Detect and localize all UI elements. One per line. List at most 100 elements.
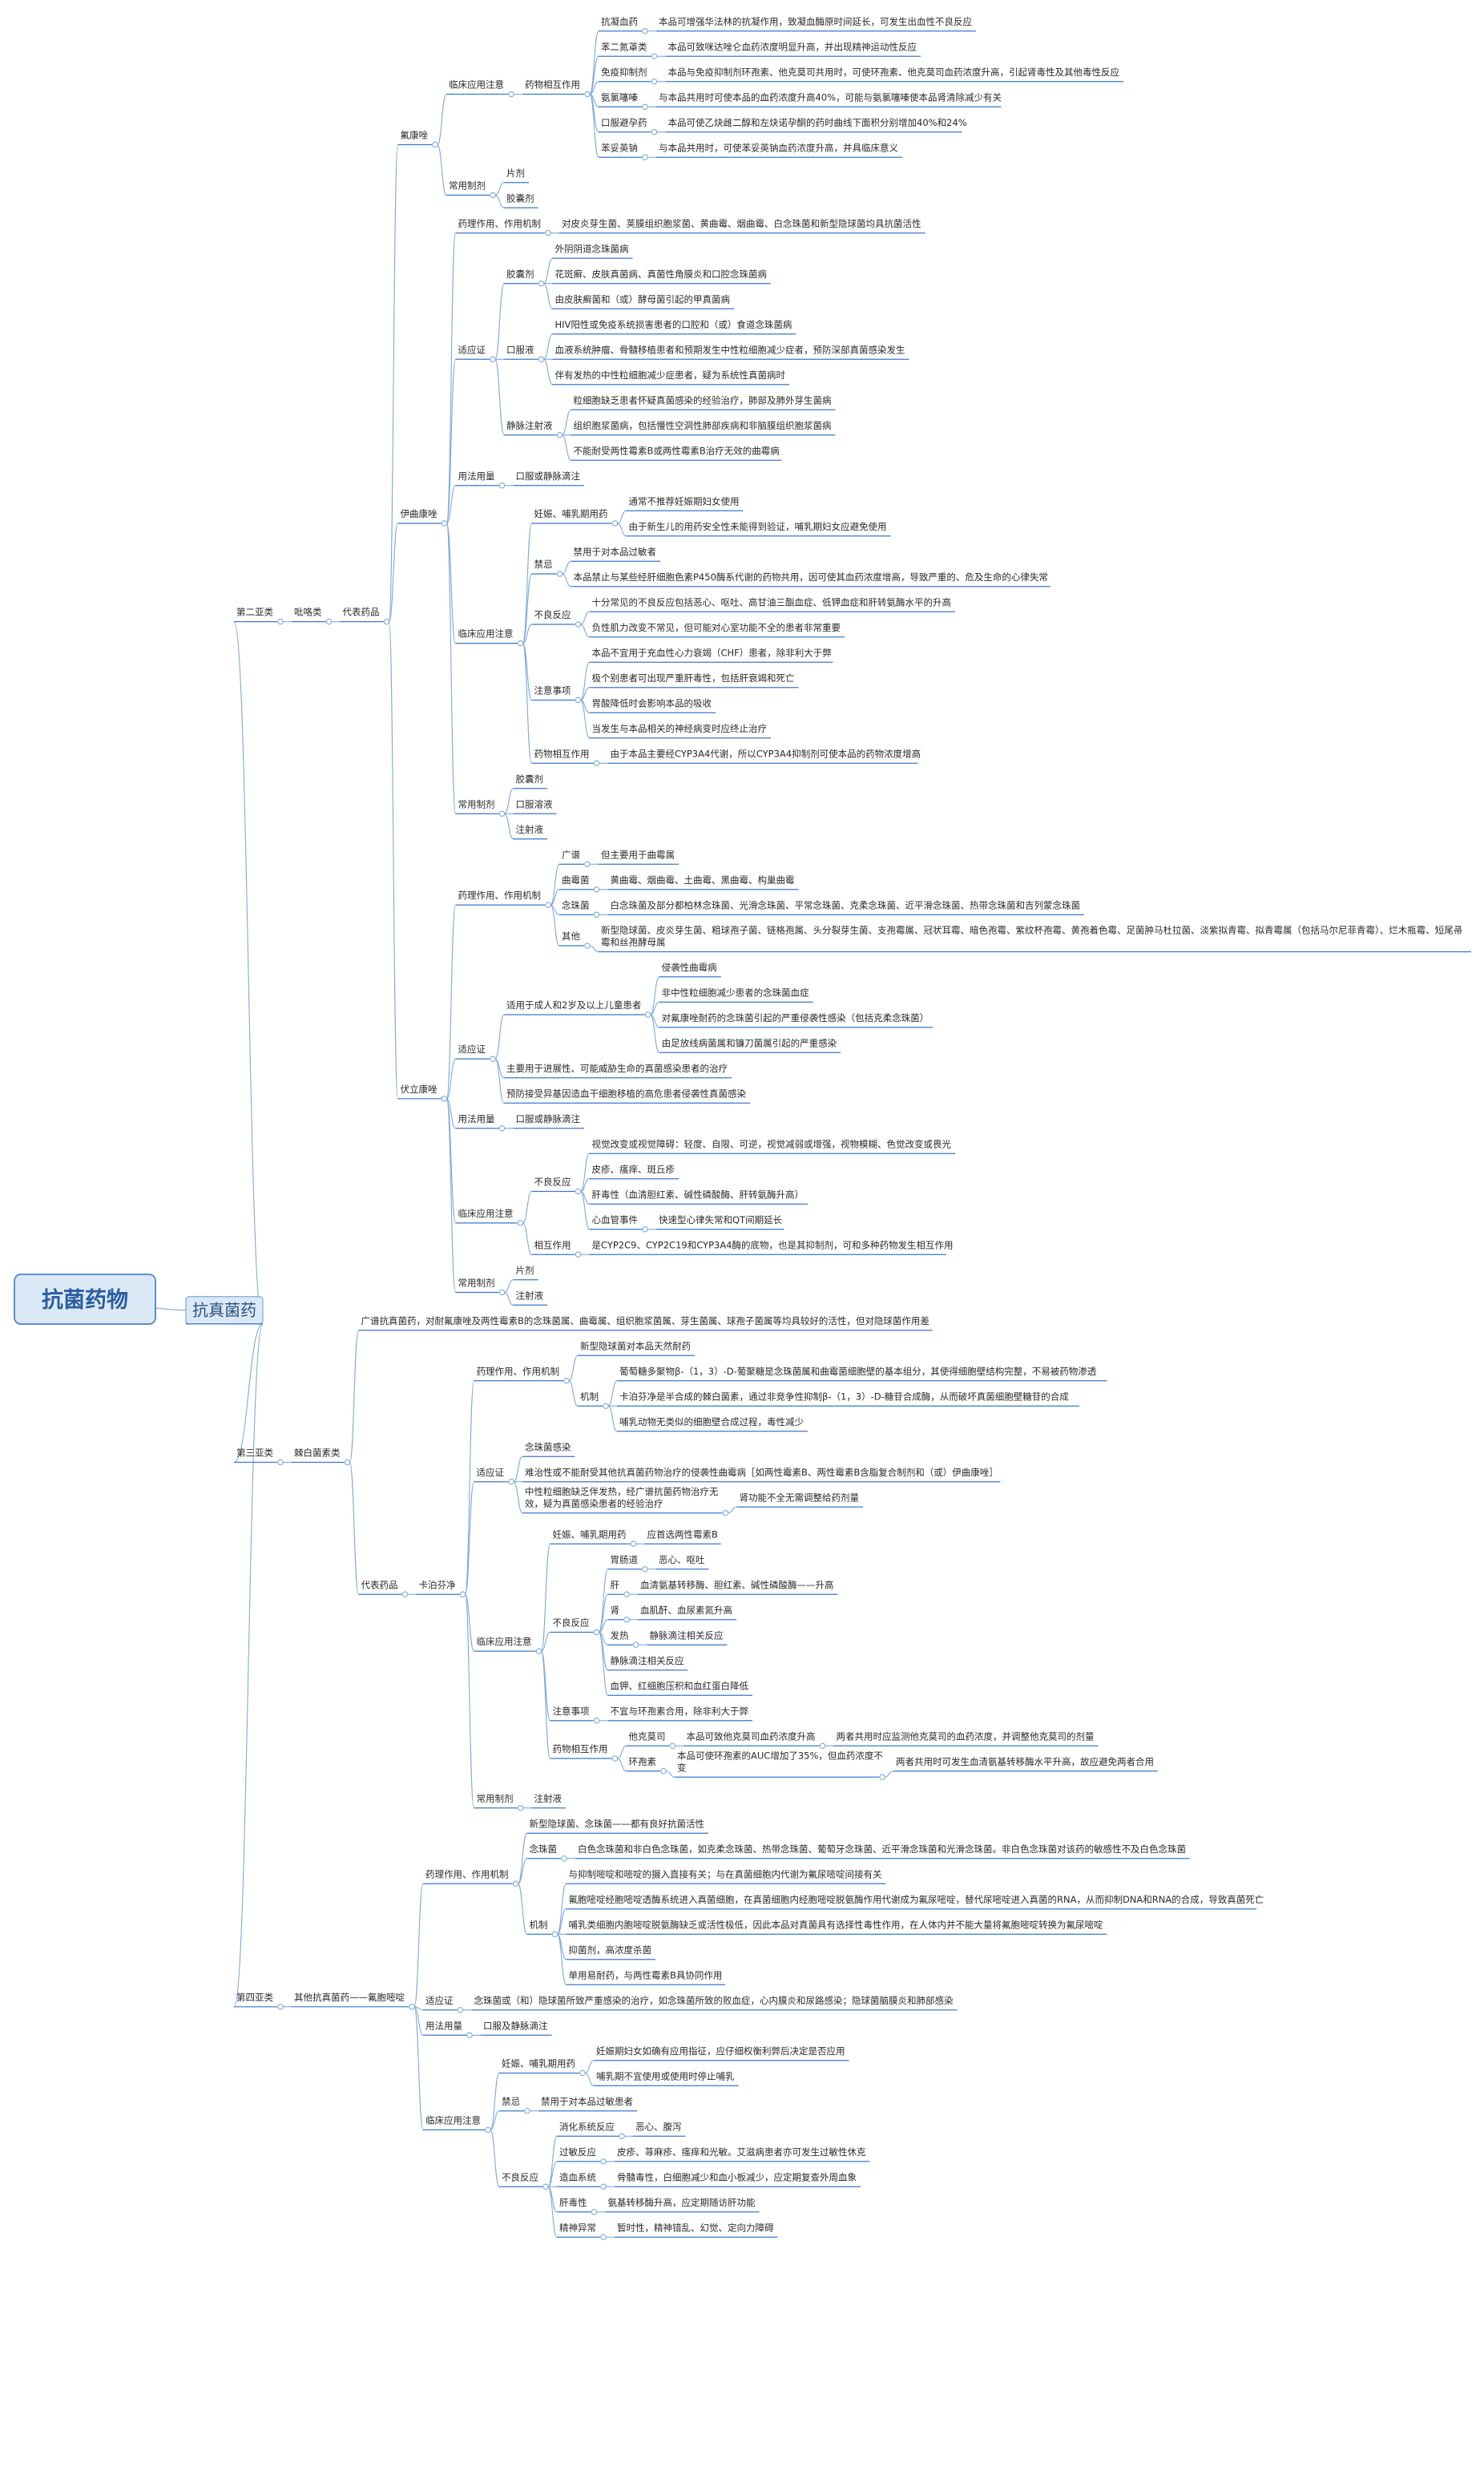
- mindmap-node[interactable]: 禁忌: [531, 559, 563, 577]
- collapse-toggle-icon[interactable]: [593, 1629, 600, 1636]
- mindmap-node[interactable]: 肝毒性: [557, 2197, 598, 2215]
- mindmap-node[interactable]: 适应证: [474, 1467, 514, 1485]
- collapse-toggle-icon[interactable]: [600, 2158, 607, 2165]
- mindmap-node[interactable]: 常用制剂: [474, 1793, 524, 1811]
- mindmap-node[interactable]: 口服液: [504, 344, 545, 362]
- mindmap-node[interactable]: 由皮肤癣菌和（或）酵母菌引起的甲真菌病: [552, 293, 735, 309]
- mindmap-node[interactable]: 念珠菌或（和）隐球菌所致严重感染的治疗，如念珠菌所致的败血症，心内膜炎和尿路感染…: [471, 1995, 958, 2011]
- collapse-toggle-icon[interactable]: [623, 1591, 630, 1598]
- collapse-toggle-icon[interactable]: [490, 356, 496, 362]
- mindmap-node[interactable]: 两者共用时应监测他克莫司的血药浓度，并调整他克莫司的剂量: [833, 1730, 1099, 1746]
- mindmap-node[interactable]: 伊曲康唑: [397, 508, 448, 527]
- collapse-toggle-icon[interactable]: [517, 1805, 524, 1811]
- mindmap-node[interactable]: 适应证: [455, 344, 496, 362]
- mindmap-node[interactable]: 侵袭性曲霉病: [659, 962, 721, 978]
- mindmap-node[interactable]: 氟胞嘧啶经胞嘧啶透酶系统进入真菌细胞，在真菌细胞内经胞嘧啶脱氨酶作用代谢成为氟尿…: [566, 1894, 1264, 1910]
- mindmap-node[interactable]: 口服避孕药: [599, 117, 658, 135]
- collapse-toggle-icon[interactable]: [575, 621, 582, 628]
- collapse-toggle-icon[interactable]: [498, 810, 506, 817]
- mindmap-node[interactable]: 预防接受异基因造血干细胞移植的高危患者侵袭性真菌感染: [504, 1088, 750, 1104]
- mindmap-node[interactable]: 苯妥英钠: [599, 142, 648, 161]
- mindmap-node[interactable]: 氨氯噻嗪: [599, 91, 648, 111]
- mindmap-node[interactable]: 新型隐球菌、念珠菌——都有良好抗菌活性: [526, 1818, 709, 1834]
- mindmap-node[interactable]: 造血系统: [557, 2171, 607, 2190]
- mindmap-node[interactable]: 肝毒性（血清胆红素、碱性磷酸酶、肝转氨酶升高）: [589, 1189, 809, 1205]
- mindmap-node[interactable]: 单用易耐药，与两性霉素B具协同作用: [566, 1969, 726, 1985]
- mindmap-node[interactable]: 消化系统反应: [557, 2121, 625, 2140]
- mindmap-node[interactable]: 卡泊芬净是半合成的棘白菌素，通过非竞争性抑制β-（1，3）-D-糖苷合成酶，从而…: [617, 1391, 1080, 1407]
- collapse-toggle-icon[interactable]: [651, 79, 658, 85]
- mindmap-node[interactable]: 临床应用注意: [474, 1636, 542, 1654]
- collapse-toggle-icon[interactable]: [517, 640, 524, 647]
- collapse-toggle-icon[interactable]: [545, 229, 551, 236]
- mindmap-node[interactable]: 曲霉菌: [559, 874, 600, 893]
- mindmap-node[interactable]: 肾: [607, 1605, 630, 1623]
- mindmap-node[interactable]: 妊娠、哺乳期用药: [499, 2058, 586, 2077]
- mindmap-node[interactable]: 机制: [526, 1919, 559, 1938]
- mindmap-node[interactable]: 其他抗真菌药——氟胞嘧啶: [292, 1992, 415, 2010]
- mindmap-node[interactable]: 注意事项: [550, 1706, 600, 1724]
- mindmap-node[interactable]: 皮疹、瘙痒、斑丘疹: [589, 1164, 679, 1180]
- mindmap-node[interactable]: 注射液: [531, 1793, 567, 1809]
- mindmap-node[interactable]: 不良反应: [499, 2171, 549, 2190]
- collapse-toggle-icon[interactable]: [545, 902, 551, 908]
- collapse-toggle-icon[interactable]: [575, 1251, 582, 1258]
- collapse-toggle-icon[interactable]: [325, 618, 333, 625]
- collapse-toggle-icon[interactable]: [819, 1742, 826, 1750]
- mindmap-node[interactable]: 临床应用注意: [455, 628, 524, 647]
- mindmap-node[interactable]: 药理作用、作用机制: [423, 1868, 519, 1888]
- collapse-toggle-icon[interactable]: [508, 1479, 514, 1485]
- mindmap-node[interactable]: 胃肠道: [607, 1554, 648, 1573]
- collapse-toggle-icon[interactable]: [508, 91, 514, 98]
- mindmap-node[interactable]: 心血管事件: [589, 1214, 648, 1233]
- mindmap-node[interactable]: 但主要用于曲霉属: [599, 849, 679, 865]
- mindmap-node[interactable]: 临床应用注意: [455, 1208, 524, 1226]
- mindmap-node[interactable]: 相互作用: [531, 1239, 582, 1258]
- collapse-toggle-icon[interactable]: [642, 154, 648, 161]
- mindmap-node[interactable]: 皮疹、荨麻疹、瘙痒和光敏。艾滋病患者亦可发生过敏性休克: [615, 2146, 870, 2162]
- collapse-toggle-icon[interactable]: [512, 1880, 519, 1888]
- collapse-toggle-icon[interactable]: [498, 1125, 506, 1132]
- mindmap-node[interactable]: 过敏反应: [557, 2146, 607, 2165]
- mindmap-node[interactable]: 快速型心律失常和QT间期延长: [656, 1214, 784, 1230]
- collapse-toggle-icon[interactable]: [651, 129, 658, 135]
- mindmap-node[interactable]: 药理作用、作用机制: [474, 1366, 570, 1384]
- collapse-toggle-icon[interactable]: [383, 618, 390, 625]
- mindmap-node[interactable]: 口服或静脉滴注: [513, 470, 585, 487]
- collapse-toggle-icon[interactable]: [575, 1188, 582, 1195]
- collapse-toggle-icon[interactable]: [591, 2209, 598, 2215]
- mindmap-node[interactable]: 骨髓毒性，白细胞减少和血小板减少，应定期复查外周血象: [615, 2171, 861, 2187]
- collapse-toggle-icon[interactable]: [593, 1718, 600, 1724]
- mindmap-node[interactable]: 棘白菌素类: [292, 1447, 351, 1466]
- mindmap-node[interactable]: 临床应用注意: [446, 79, 514, 98]
- mindmap-node[interactable]: 两者共用时可发生血清氨基转移酶水平升高，故应避免两者合用: [893, 1756, 1159, 1772]
- collapse-toggle-icon[interactable]: [277, 618, 284, 625]
- collapse-toggle-icon[interactable]: [593, 911, 600, 919]
- mindmap-node[interactable]: 黄曲霉、烟曲霉、土曲霉、黑曲霉、构巢曲霉: [607, 874, 799, 890]
- mindmap-node[interactable]: 本品可致咪达唑仑血药浓度明显升高，并出现精神运动性反应: [665, 41, 921, 57]
- mindmap-node[interactable]: 不能耐受两性霉素B或两性霉素B治疗无效的曲霉病: [571, 445, 782, 461]
- mindmap-node[interactable]: 与抑制嘧啶和嘧啶的摄入直接有关；与在真菌细胞内代谢为氟尿嘧啶间接有关: [566, 1868, 886, 1884]
- mindmap-node[interactable]: 视觉改变或视觉障碍：轻度、自限、可逆，视觉减弱或增强，视物模糊、色觉改变或畏光: [589, 1138, 956, 1154]
- mindmap-node[interactable]: 哺乳期不宜使用或使用时停止哺乳: [594, 2070, 739, 2086]
- mindmap-node[interactable]: 禁用于对本品过敏者: [571, 546, 661, 562]
- mindmap-node[interactable]: 肾功能不全无需调整给药剂量: [736, 1492, 864, 1508]
- collapse-toggle-icon[interactable]: [593, 760, 600, 766]
- mindmap-node[interactable]: 伴有发热的中性粒细胞减少症患者，疑为系统性真菌病时: [552, 369, 790, 386]
- mindmap-node[interactable]: 不良反应: [531, 1177, 582, 1195]
- mindmap-node[interactable]: 本品可致他克莫司血药浓度升高: [684, 1730, 826, 1750]
- mindmap-node[interactable]: 药理作用、作用机制: [455, 218, 551, 236]
- collapse-toggle-icon[interactable]: [561, 1855, 567, 1862]
- mindmap-node[interactable]: 哺乳类细胞内胞嘧啶脱氨酶缺乏或活性极低，因此本品对真菌具有选择性毒性作用，在人体…: [566, 1919, 1107, 1935]
- mindmap-node[interactable]: 肝: [607, 1579, 630, 1598]
- mindmap-node[interactable]: 静脉滴注相关反应: [607, 1655, 688, 1671]
- mindmap-node[interactable]: 本品不宜用于充血性心力衰竭（CHF）患者，除非利大于弊: [589, 647, 833, 663]
- collapse-toggle-icon[interactable]: [459, 1591, 466, 1598]
- mindmap-node[interactable]: 药物相互作用: [522, 79, 591, 98]
- collapse-toggle-icon[interactable]: [584, 91, 591, 98]
- mindmap-node[interactable]: 免疫抑制剂: [599, 67, 658, 85]
- mindmap-node[interactable]: 血液系统肿瘤、骨髓移植患者和预期发生中性粒细胞减少症者，预防深部真菌感染发生: [552, 344, 909, 360]
- mindmap-node[interactable]: 由于新生儿的用药安全性未能得到验证，哺乳期妇女应避免使用: [626, 521, 891, 537]
- mindmap-node[interactable]: 广谱: [559, 849, 591, 868]
